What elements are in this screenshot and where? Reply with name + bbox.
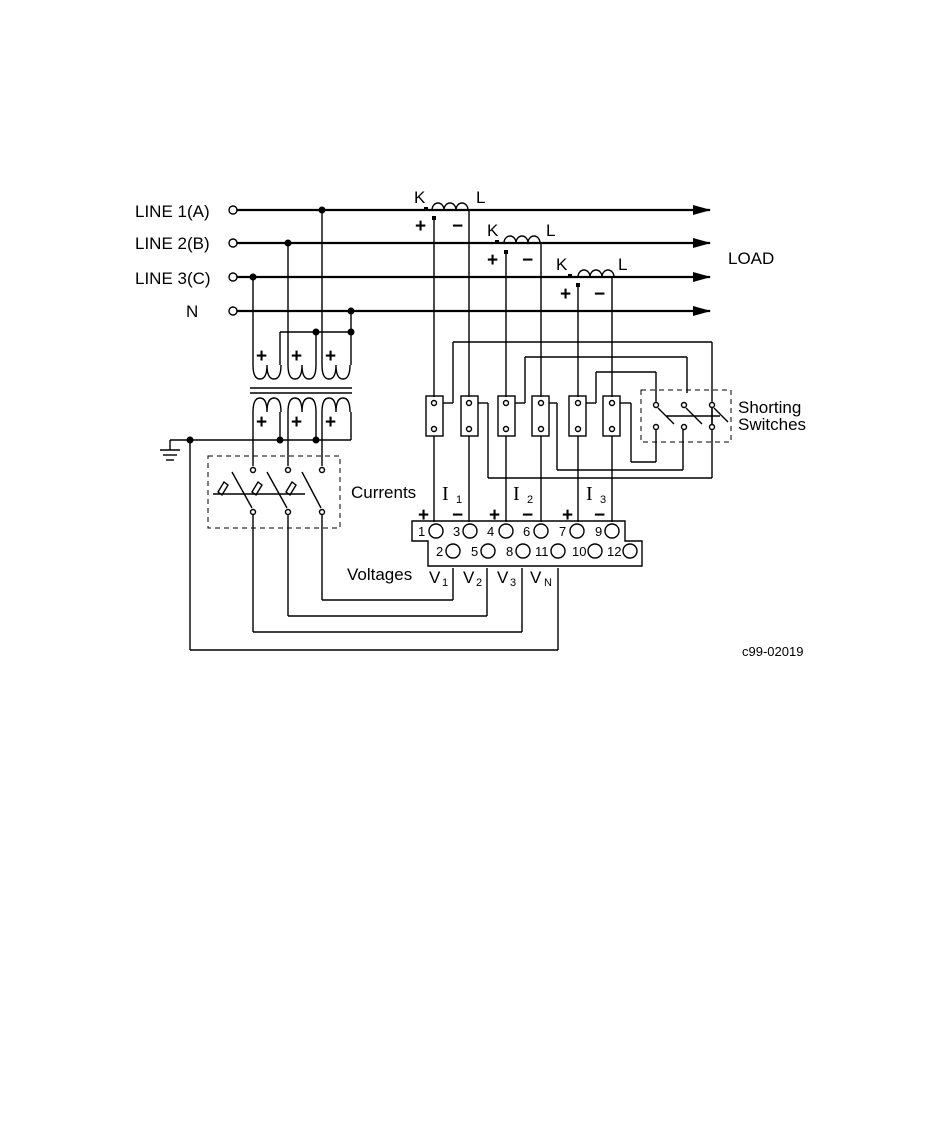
terminal-label-9: 9 [595, 524, 602, 539]
ct2-minus: − [522, 250, 533, 271]
terminal-3 [463, 524, 477, 538]
terminal-row-bottom: 2 5 8 11 10 12 [436, 544, 637, 559]
vt2-sec-plus: + [291, 412, 302, 433]
terminal-label-4: 4 [487, 524, 494, 539]
terminal-10 [588, 544, 602, 558]
terminal-row-top: 1 3 4 6 7 9 [418, 524, 619, 539]
line3-label: LINE 3(C) [135, 269, 211, 288]
vt3-sec-plus: + [325, 412, 336, 433]
line2-label: LINE 2(B) [135, 234, 210, 253]
voltage-disconnect-box [208, 456, 340, 528]
ct2-plus: + [487, 250, 498, 271]
terminal-label-10: 10 [572, 544, 586, 559]
ct3: K L + − [556, 255, 627, 305]
voltage-leads [190, 440, 558, 650]
line3-terminal [229, 273, 237, 281]
ct3-minus: − [594, 284, 605, 305]
vt1-plus: + [256, 346, 267, 367]
currents-label: Currents [351, 483, 416, 502]
line1-label: LINE 1(A) [135, 202, 210, 221]
load-label: LOAD [728, 249, 774, 268]
terminal-label-2: 2 [436, 544, 443, 559]
neutral-label: N [186, 302, 198, 321]
v3-subscript: 3 [510, 577, 516, 589]
ct1-minus: − [452, 216, 463, 237]
vt-secondary-coils [253, 398, 350, 412]
terminal-label-5: 5 [471, 544, 478, 559]
vt2-plus: + [291, 346, 302, 367]
line1-terminal [229, 206, 237, 214]
vt1-sec-plus: + [256, 412, 267, 433]
terminal-5 [481, 544, 495, 558]
ct3-plus: + [560, 284, 571, 305]
vn-label: V [530, 568, 542, 587]
terminal-label-7: 7 [559, 524, 566, 539]
terminal-12 [623, 544, 637, 558]
shorting-label-2: Switches [738, 415, 806, 434]
current-test-blocks [426, 396, 620, 436]
vn-subscript: N [544, 577, 552, 589]
ct-secondary-leads [434, 210, 612, 397]
ground-icon [160, 450, 180, 460]
i2-minus: − [522, 505, 533, 526]
ct3-l-label: L [618, 255, 627, 274]
ct1-plus: + [415, 216, 426, 237]
terminal-9 [605, 524, 619, 538]
terminal-label-1: 1 [418, 524, 425, 539]
figure-id: c99-02019 [742, 644, 803, 659]
terminal-6 [534, 524, 548, 538]
vt-primary-coils [253, 365, 350, 379]
i3-label: I [586, 483, 593, 505]
terminal-label-3: 3 [453, 524, 460, 539]
vt-primary-wiring [253, 210, 351, 365]
i1-plus: + [418, 505, 429, 526]
vt3-plus: + [325, 346, 336, 367]
v2-subscript: 2 [476, 577, 482, 589]
ct2-l-label: L [546, 221, 555, 240]
voltages-label: Voltages [347, 565, 412, 584]
terminal-label-8: 8 [506, 544, 513, 559]
line2-terminal [229, 239, 237, 247]
terminal-label-12: 12 [607, 544, 621, 559]
ct2-k-label: K [487, 221, 499, 240]
v2-label: V [463, 568, 475, 587]
ct2: K L + − [487, 221, 555, 271]
voltage-disconnect-switches [213, 468, 325, 515]
i1-label: I [442, 483, 449, 505]
neutral-terminal [229, 307, 237, 315]
i1-minus: − [452, 505, 463, 526]
ct1: K L + − [414, 188, 485, 237]
i2-label: I [513, 483, 520, 505]
i3-plus: + [562, 505, 573, 526]
ct1-k-label: K [414, 188, 426, 207]
terminal-1 [429, 524, 443, 538]
terminal-label-6: 6 [523, 524, 530, 539]
terminal-4 [499, 524, 513, 538]
v3-label: V [497, 568, 509, 587]
i2-plus: + [489, 505, 500, 526]
terminal-2 [446, 544, 460, 558]
terminal-7 [570, 524, 584, 538]
terminal-8 [516, 544, 530, 558]
ct3-k-label: K [556, 255, 568, 274]
shorting-switches [654, 403, 729, 430]
terminal-11 [551, 544, 565, 558]
v1-subscript: 1 [442, 577, 448, 589]
ct1-l-label: L [476, 188, 485, 207]
v1-label: V [429, 568, 441, 587]
terminal-label-11: 11 [535, 544, 549, 559]
i3-minus: − [594, 505, 605, 526]
